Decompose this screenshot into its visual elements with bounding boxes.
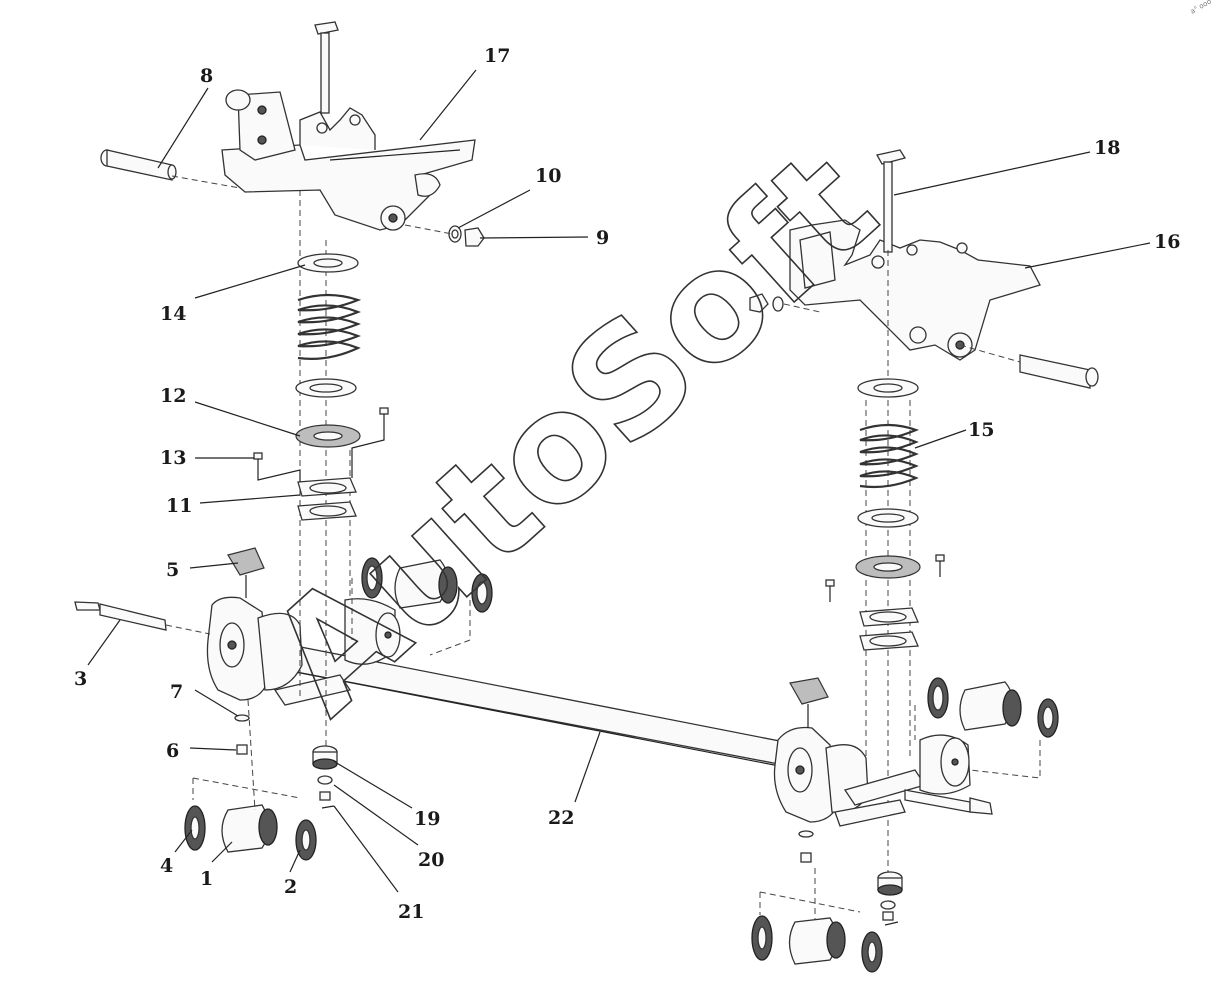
left-spring-stack	[253, 253, 389, 521]
left-top-bolt	[314, 21, 339, 114]
callout-labels: 8 17 10 9 14 12 13 11 5 3 7 6 4 1 2 19 2…	[74, 45, 1180, 923]
callout-21: 21	[398, 901, 424, 923]
callout-13: 13	[160, 447, 186, 469]
callout-6: 6	[166, 740, 179, 762]
callout-22: 22	[548, 807, 574, 829]
left-nut-washer	[404, 224, 485, 247]
right-pivot-bolt	[959, 344, 1099, 389]
callout-14: 14	[160, 303, 186, 325]
left-bump-stop	[312, 745, 338, 809]
callout-15: 15	[968, 419, 994, 441]
callout-7: 7	[170, 681, 183, 703]
right-frame-bracket	[789, 219, 1041, 361]
right-lower-bushing	[751, 868, 883, 973]
callout-19: 19	[414, 808, 440, 830]
leader-lines	[87, 69, 1151, 893]
callout-2: 2	[284, 876, 297, 898]
callout-12: 12	[160, 385, 186, 407]
callout-4: 4	[160, 855, 173, 877]
right-upper-bushing	[914, 677, 1059, 795]
corner-mark: a° ooo	[1189, 0, 1213, 16]
callout-8: 8	[200, 65, 213, 87]
left-upper-bushing	[344, 557, 493, 665]
callout-3: 3	[74, 668, 87, 690]
callout-20: 20	[418, 849, 444, 871]
right-nut-washer	[749, 293, 821, 313]
callout-17: 17	[484, 45, 510, 67]
right-spring-stack	[825, 378, 945, 651]
callout-18: 18	[1094, 137, 1120, 159]
right-axle-bolt	[904, 789, 993, 815]
callout-11: 11	[166, 495, 192, 517]
callout-16: 16	[1154, 231, 1180, 253]
right-axle-housing	[773, 677, 927, 863]
callout-9: 9	[596, 227, 609, 249]
left-frame-bracket	[221, 89, 476, 231]
left-lower-bushing	[184, 777, 317, 861]
left-axle-housing	[206, 596, 352, 706]
callout-5: 5	[166, 559, 179, 581]
callout-1: 1	[200, 868, 213, 890]
left-pivot-bolt	[100, 149, 241, 189]
right-bump-stop	[877, 871, 903, 926]
callout-10: 10	[535, 165, 561, 187]
left-small-parts	[227, 547, 265, 811]
left-axle-bolt	[74, 601, 211, 635]
right-top-bolt	[876, 149, 907, 253]
